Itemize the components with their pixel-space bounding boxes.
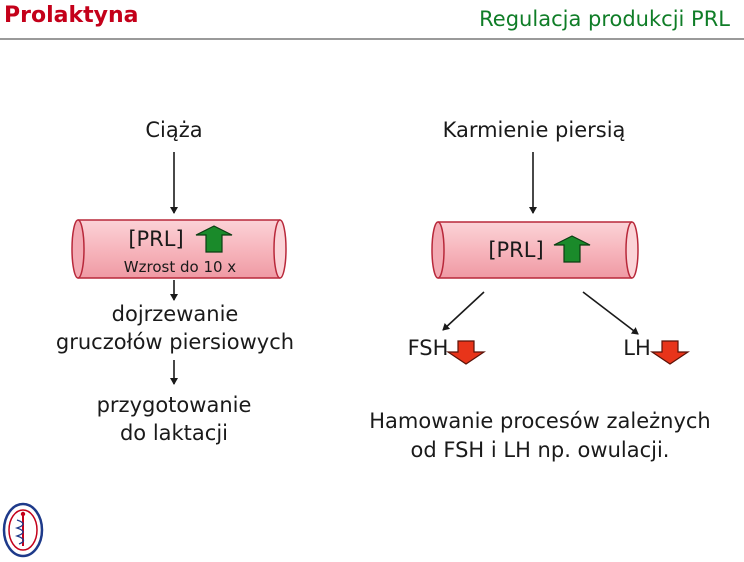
label-karmienie: Karmienie piersią (442, 118, 626, 142)
prl-tube-right (431, 221, 639, 279)
university-emblem (2, 500, 44, 558)
header-divider (0, 38, 744, 40)
label-fsh: FSH (407, 336, 449, 360)
red-down-arrow-icon (650, 340, 690, 365)
effect-line-2: gruczołów piersiowych (55, 330, 295, 354)
arrow-prl-to-lh (582, 291, 639, 335)
arrow-prl-to-fsh (442, 291, 485, 331)
slide-title: Prolaktyna (4, 3, 139, 28)
green-up-arrow-icon (195, 225, 233, 253)
tube-label-right: [PRL] (488, 238, 544, 262)
tube-label-left: [PRL] (128, 227, 184, 251)
prl-tube-left (71, 219, 287, 279)
label-lh: LH (623, 336, 651, 360)
effect-line-1: dojrzewanie (111, 302, 239, 326)
green-up-arrow-icon (553, 235, 591, 263)
result-line-1: Hamowanie procesów zależnych (369, 409, 711, 433)
result-line-2: od FSH i LH np. owulacji. (410, 438, 670, 462)
red-down-arrow-icon (446, 340, 486, 365)
effect-line-3: przygotowanie (96, 393, 252, 417)
effect-line-4: do laktacji (119, 421, 229, 445)
label-ciaza: Ciąża (145, 118, 203, 142)
slide-subtitle: Regulacja produkcji PRL (479, 7, 730, 31)
tube-sublabel-left: Wzrost do 10 x (123, 258, 237, 276)
